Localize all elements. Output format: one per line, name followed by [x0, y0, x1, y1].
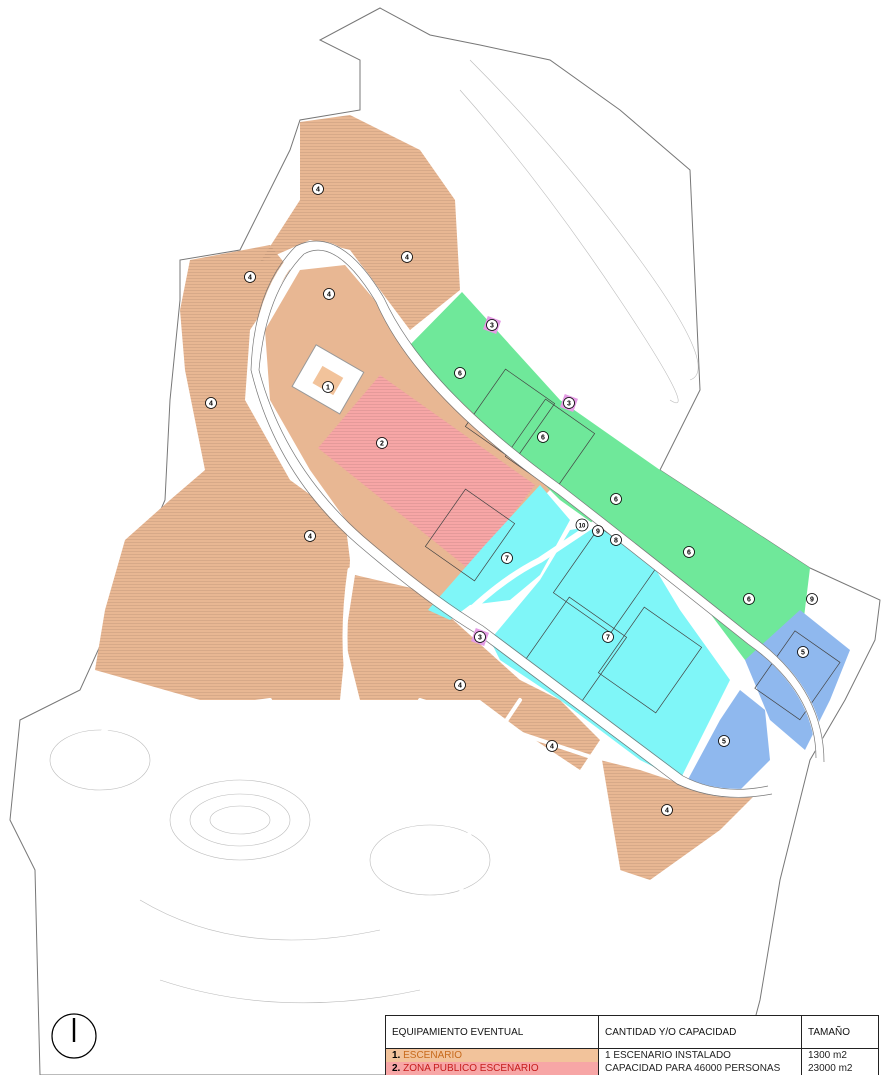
legend-name: ZONA PUBLICO ESCENARIO	[403, 1063, 539, 1074]
zone-label-2: 2	[376, 437, 388, 449]
zone-label-8: 8	[610, 534, 622, 546]
north-icon	[51, 1013, 97, 1059]
zone-label-4: 4	[312, 183, 324, 195]
zone-label-4: 4	[205, 397, 217, 409]
zone-label-9: 9	[592, 525, 604, 537]
svg-text:3: 3	[567, 401, 571, 408]
legend-table: EQUIPAMIENTO EVENTUAL CANTIDAD Y/O CAPAC…	[385, 1015, 879, 1075]
legend-header-capacity: CANTIDAD Y/O CAPACIDAD	[598, 1015, 802, 1049]
zone-7-area-b	[490, 525, 730, 780]
zone-label-5: 5	[718, 735, 730, 747]
legend-row-1: 1. ESCENARIO 1 ESCENARIO INSTALADO 1300 …	[385, 1048, 879, 1062]
svg-text:6: 6	[687, 550, 691, 557]
svg-text:4: 4	[405, 255, 409, 262]
svg-text:1: 1	[326, 385, 330, 392]
legend-row-2: 2. ZONA PUBLICO ESCENARIO CAPACIDAD PARA…	[385, 1062, 879, 1075]
zone-label-4: 4	[454, 679, 466, 691]
zone-label-6: 6	[537, 431, 549, 443]
zone-label-7: 7	[602, 631, 614, 643]
zone-label-3: 3	[486, 319, 498, 331]
zone-label-6: 6	[610, 493, 622, 505]
svg-text:5: 5	[722, 739, 726, 746]
svg-text:4: 4	[327, 292, 331, 299]
zone-label-6: 6	[743, 593, 755, 605]
legend-header-row: EQUIPAMIENTO EVENTUAL CANTIDAD Y/O CAPAC…	[385, 1015, 879, 1049]
svg-text:10: 10	[579, 524, 586, 530]
svg-text:4: 4	[316, 187, 320, 194]
svg-text:9: 9	[596, 529, 600, 536]
zone-label-4: 4	[546, 740, 558, 752]
zone-label-3: 3	[563, 397, 575, 409]
zone-label-4: 4	[401, 251, 413, 263]
svg-text:7: 7	[505, 556, 509, 563]
svg-text:4: 4	[550, 744, 554, 751]
zone-label-4: 4	[244, 271, 256, 283]
zone-label-4: 4	[323, 288, 335, 300]
zone-label-10: 10	[575, 518, 589, 532]
svg-text:3: 3	[490, 323, 494, 330]
legend-cell-size: 1300 m2	[801, 1048, 879, 1062]
zone-label-9: 9	[806, 593, 818, 605]
road-edges	[250, 240, 825, 798]
legend-number: 2.	[392, 1063, 401, 1074]
zone-label-4: 4	[661, 804, 673, 816]
svg-text:6: 6	[747, 597, 751, 604]
roads	[58, 241, 825, 1042]
zone-labels: 4 4 4 4 4 4 4 4 4 1 2 3 3 3 6 6 6 6 6 7 …	[205, 183, 818, 816]
legend-header-size: TAMAÑO	[801, 1015, 879, 1049]
svg-text:4: 4	[458, 683, 462, 690]
zone-label-1: 1	[322, 381, 334, 393]
svg-text:8: 8	[614, 538, 618, 545]
zone-label-4: 4	[304, 530, 316, 542]
svg-text:4: 4	[308, 534, 312, 541]
svg-text:4: 4	[248, 275, 252, 282]
legend-header-equipment: EQUIPAMIENTO EVENTUAL	[385, 1015, 599, 1049]
svg-text:6: 6	[614, 497, 618, 504]
contour-lines	[49, 59, 699, 1004]
legend-cell-capacity: CAPACIDAD PARA 46000 PERSONAS	[598, 1062, 802, 1075]
legend-cell-equipment: 2. ZONA PUBLICO ESCENARIO	[385, 1062, 599, 1075]
svg-text:5: 5	[801, 650, 805, 657]
zone-6-area	[405, 292, 810, 660]
zone-label-5: 5	[797, 646, 809, 658]
svg-text:3: 3	[478, 635, 482, 642]
legend-number: 1.	[392, 1050, 401, 1061]
legend-name: ESCENARIO	[403, 1050, 463, 1061]
legend-cell-capacity: 1 ESCENARIO INSTALADO	[598, 1048, 802, 1062]
svg-text:4: 4	[209, 401, 213, 408]
zone-label-3: 3	[474, 631, 486, 643]
svg-text:2: 2	[380, 441, 384, 448]
zone-label-7: 7	[501, 552, 513, 564]
zone-label-6: 6	[454, 367, 466, 379]
legend-cell-equipment: 1. ESCENARIO	[385, 1048, 599, 1062]
svg-text:4: 4	[665, 808, 669, 815]
legend-cell-size: 23000 m2	[801, 1062, 879, 1075]
svg-text:9: 9	[810, 597, 814, 604]
zone-7-area-a	[428, 485, 570, 620]
svg-text:6: 6	[541, 435, 545, 442]
zone-label-6: 6	[683, 546, 695, 558]
svg-text:7: 7	[606, 635, 610, 642]
zone-1-area	[312, 365, 344, 396]
svg-text:6: 6	[458, 371, 462, 378]
